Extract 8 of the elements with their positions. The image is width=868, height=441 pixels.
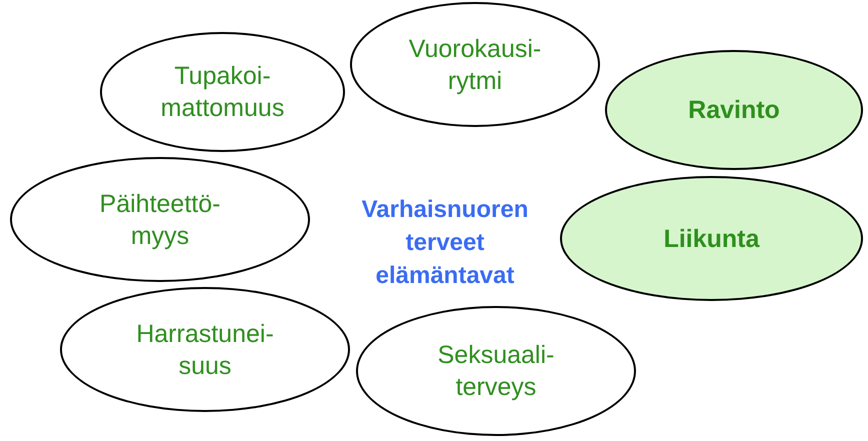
topic-label: Päihteettö- myys — [98, 188, 222, 252]
topic-label: Ravinto — [687, 95, 781, 126]
topic-label: Vuorokausi- rytmi — [408, 34, 542, 96]
topic-label: Liikunta — [662, 224, 760, 254]
central-heading: Varhaisnuoren terveet elämäntavat — [360, 195, 530, 291]
topic-label: Seksuaali- terveys — [436, 340, 556, 403]
topic-label: Tupakoi- mattomuus — [160, 61, 286, 124]
topic-label: Harrastunei- suus — [135, 318, 275, 382]
